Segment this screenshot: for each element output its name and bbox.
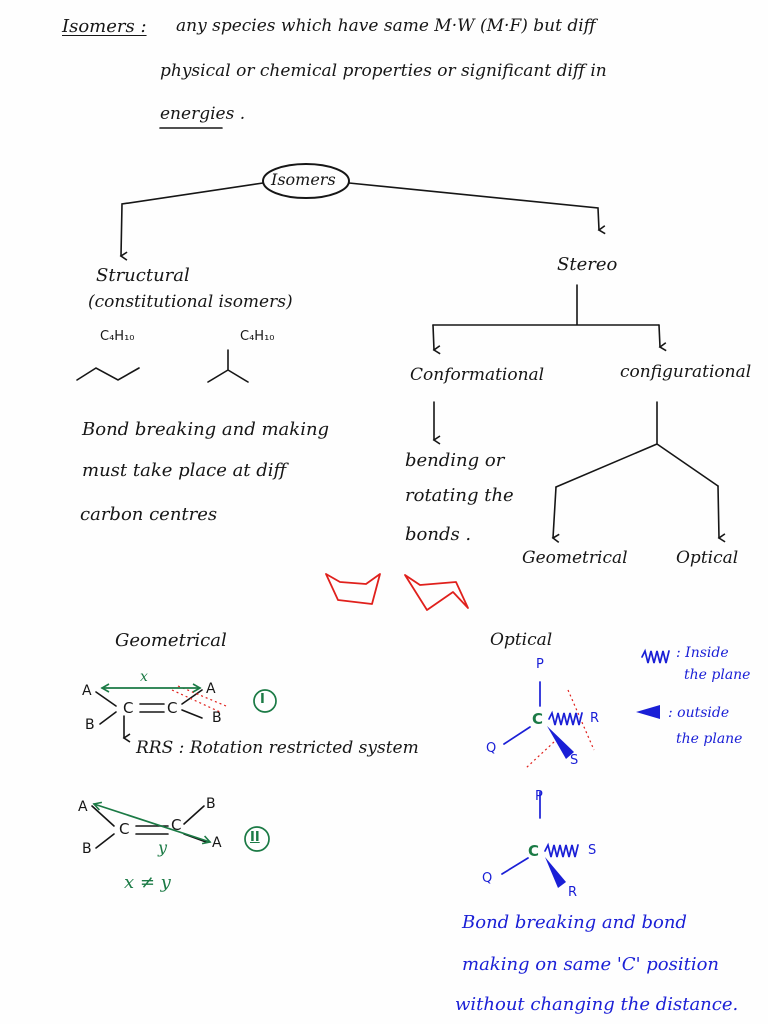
geometrical-heading: Geometrical	[115, 630, 227, 651]
optical-note-line-1: Bond breaking and bond	[462, 912, 687, 933]
conformational-title: Conformational	[410, 365, 545, 385]
definition-heading: Isomers :	[62, 16, 147, 37]
edge-to-optical	[717, 485, 726, 543]
formula-butane: C₄H₁₀	[100, 329, 135, 344]
edge-to-geometrical	[551, 486, 560, 543]
isomer1-c2: C	[167, 699, 178, 717]
wedge-bond-s	[547, 726, 574, 759]
wedge-bond-r	[545, 857, 566, 888]
definition-line-1: any species which have same M·W (M·F) bu…	[176, 16, 596, 36]
isobutane-skeleton	[207, 349, 249, 383]
legend-wedge-line-2: the plane	[676, 731, 743, 747]
isomer2-c2: C	[171, 816, 182, 834]
mol2-p: P	[535, 789, 543, 804]
distance-x-label: x	[140, 669, 148, 685]
distance-y-arrow	[92, 801, 212, 845]
mol2-s: S	[588, 843, 597, 858]
structural-note-line-1: Bond breaking and making	[82, 419, 330, 440]
edge-root-structural	[119, 182, 264, 261]
conformational-note-line-3: bonds .	[405, 524, 472, 545]
isomer1-a1: A	[82, 683, 92, 699]
hashed-bond-r	[548, 710, 583, 726]
structural-note-line-2: must take place at diff	[82, 460, 287, 481]
rrs-note: RRS : Rotation restricted system	[136, 738, 419, 758]
label-circle-2	[244, 826, 270, 852]
legend-hashed	[641, 648, 670, 664]
isomer2-b1: B	[82, 841, 92, 857]
butane-zigzag	[76, 367, 140, 381]
edge-to-configurational	[658, 324, 667, 352]
hashed-bond-s	[544, 842, 579, 858]
definition-line-2: physical or chemical properties or signi…	[160, 61, 607, 81]
legend-wedge	[636, 705, 660, 719]
edge-root-stereo	[348, 182, 606, 235]
optical-note-line-3: without changing the distance.	[455, 994, 739, 1015]
isomer1-b1: B	[85, 717, 95, 733]
root-oval	[262, 163, 350, 199]
legend-hashed-line-2: the plane	[684, 667, 751, 683]
chair-conformer-1	[325, 573, 381, 605]
isomer1-a2: A	[206, 681, 216, 697]
label-circle-1	[253, 689, 277, 713]
mol1-s: S	[570, 753, 579, 768]
legend-wedge-line-1: : outside	[668, 705, 730, 721]
optical-heading: Optical	[490, 630, 553, 650]
conformational-note-line-2: rotating the	[405, 485, 514, 506]
edge-to-conformational	[432, 324, 441, 355]
mol1-r: R	[590, 711, 600, 726]
legend-hashed-line-1: : Inside	[676, 645, 729, 661]
conformational-note-line-1: bending or	[405, 450, 505, 471]
isomer1-c1: C	[123, 699, 134, 717]
mol1-q: Q	[486, 741, 497, 756]
geometrical-title: Geometrical	[522, 548, 628, 568]
tree-root-label: Isomers	[271, 170, 336, 189]
isomer2-a2: A	[212, 835, 222, 851]
formula-isobutane: C₄H₁₀	[240, 329, 275, 344]
optical-title: Optical	[676, 548, 739, 568]
isomer1-label: I	[260, 692, 265, 707]
inequality-note: x ≠ y	[124, 872, 171, 893]
mol1-p: P	[536, 657, 544, 672]
mol2-c: C	[528, 842, 540, 860]
mol2-r: R	[568, 885, 578, 900]
configurational-title: configurational	[620, 362, 752, 382]
definition-line-3: energies .	[160, 104, 246, 124]
structural-title: Structural	[96, 265, 190, 286]
structural-subtitle: (constitutional isomers)	[88, 292, 293, 312]
stereo-title: Stereo	[557, 254, 618, 275]
edge-configurational-split	[555, 401, 719, 488]
mol2-q: Q	[482, 871, 493, 886]
isomer2-b2: B	[206, 796, 216, 812]
isomer2-label: II	[250, 830, 260, 845]
chair-conformer-2	[404, 574, 469, 611]
isomer1-b2: B	[212, 710, 222, 726]
edge-stereo-split	[432, 284, 660, 326]
optical-note-line-2: making on same 'C' position	[462, 954, 720, 975]
isomer2-a1: A	[78, 799, 88, 815]
structural-note-line-3: carbon centres	[80, 504, 218, 525]
mol1-c: C	[532, 710, 544, 728]
distance-y-label: y	[158, 838, 168, 857]
isomer2-c1: C	[119, 820, 130, 838]
